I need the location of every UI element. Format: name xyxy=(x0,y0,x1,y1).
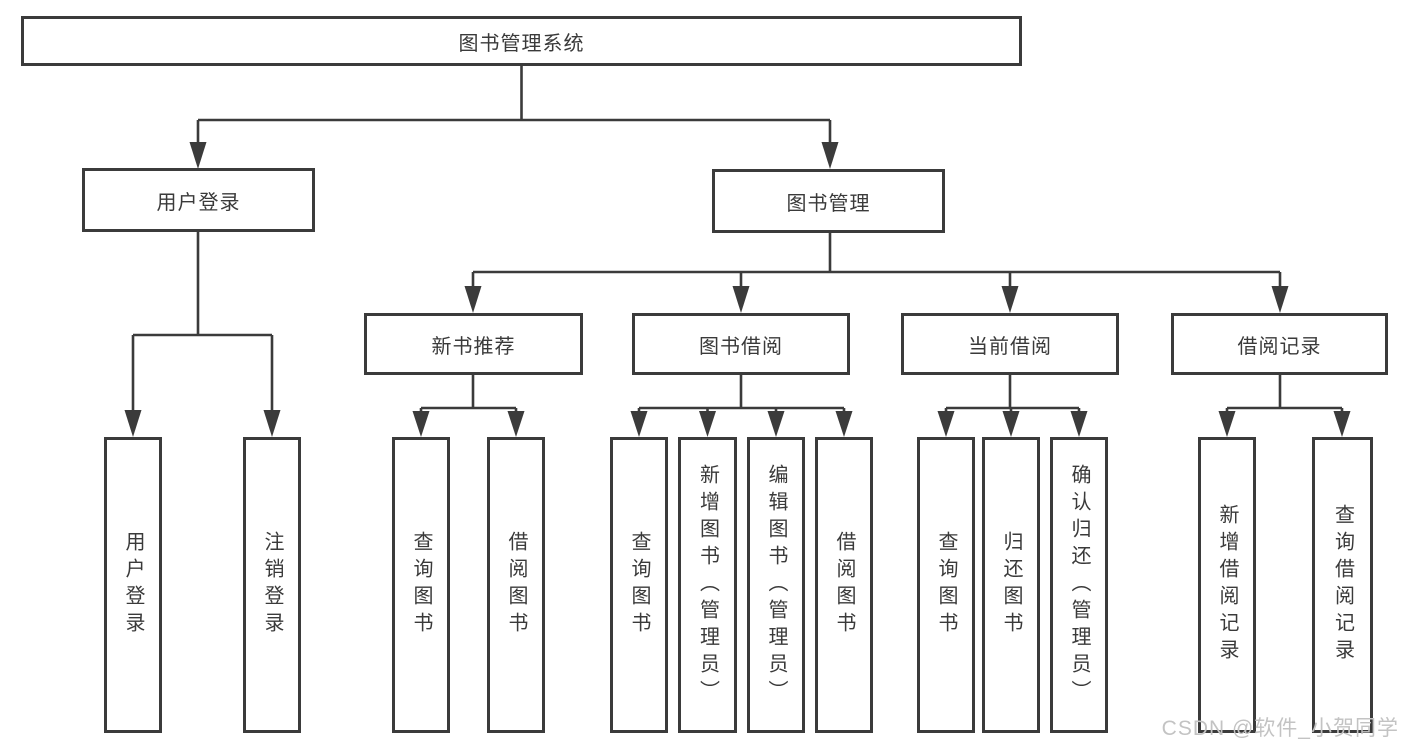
leaf-recommend-borrow-book: 借阅图书 xyxy=(487,437,545,733)
leaf-edit-book-admin-label: 编辑图书（管理员） xyxy=(765,463,787,707)
node-library-management-system: 图书管理系统 xyxy=(21,16,1022,66)
watermark: CSDN @软件_小贺同学 xyxy=(1161,717,1399,740)
node-book-management-label: 图书管理 xyxy=(786,192,871,215)
node-borrow-records-label: 借阅记录 xyxy=(1237,335,1322,358)
leaf-recommend-query-book: 查询图书 xyxy=(392,437,450,733)
leaf-add-borrow-record-label: 新增借阅记录 xyxy=(1216,504,1238,666)
leaf-return-book-label: 归还图书 xyxy=(1000,531,1022,639)
leaf-current-query-book: 查询图书 xyxy=(917,437,975,733)
node-current-borrow: 当前借阅 xyxy=(901,313,1119,375)
node-book-borrow: 图书借阅 xyxy=(632,313,850,375)
leaf-current-query-book-label: 查询图书 xyxy=(935,531,957,639)
leaf-confirm-return-admin: 确认归还（管理员） xyxy=(1050,437,1108,733)
node-user-login: 用户登录 xyxy=(82,168,315,232)
leaf-add-book-admin: 新增图书（管理员） xyxy=(678,437,737,733)
leaf-add-borrow-record: 新增借阅记录 xyxy=(1198,437,1256,733)
node-user-login-label: 用户登录 xyxy=(156,191,241,214)
leaf-confirm-return-admin-label: 确认归还（管理员） xyxy=(1068,463,1090,707)
leaf-borrow-query-book-label: 查询图书 xyxy=(628,531,650,639)
leaf-logout-label: 注销登录 xyxy=(261,531,283,639)
leaf-query-borrow-record: 查询借阅记录 xyxy=(1312,437,1373,733)
node-current-borrow-label: 当前借阅 xyxy=(968,335,1052,358)
leaf-edit-book-admin: 编辑图书（管理员） xyxy=(747,437,805,733)
node-library-management-system-label: 图书管理系统 xyxy=(458,32,585,55)
leaf-add-book-admin-label: 新增图书（管理员） xyxy=(696,463,719,707)
leaf-query-borrow-record-label: 查询借阅记录 xyxy=(1331,504,1354,666)
leaf-recommend-borrow-book-label: 借阅图书 xyxy=(505,531,527,639)
node-new-book-recommend: 新书推荐 xyxy=(364,313,583,375)
node-new-book-recommend-label: 新书推荐 xyxy=(431,335,516,358)
leaf-user-login-label: 用户登录 xyxy=(122,531,144,639)
leaf-borrow-book-label: 借阅图书 xyxy=(833,531,855,639)
node-borrow-records: 借阅记录 xyxy=(1171,313,1388,375)
node-book-management: 图书管理 xyxy=(712,169,945,233)
arrowheads xyxy=(124,142,1351,437)
leaf-borrow-query-book: 查询图书 xyxy=(610,437,668,733)
leaf-logout: 注销登录 xyxy=(243,437,301,733)
leaf-return-book: 归还图书 xyxy=(982,437,1040,733)
leaf-recommend-query-book-label: 查询图书 xyxy=(410,531,432,639)
leaf-user-login: 用户登录 xyxy=(104,437,162,733)
leaf-borrow-book: 借阅图书 xyxy=(815,437,873,733)
node-book-borrow-label: 图书借阅 xyxy=(699,335,783,358)
